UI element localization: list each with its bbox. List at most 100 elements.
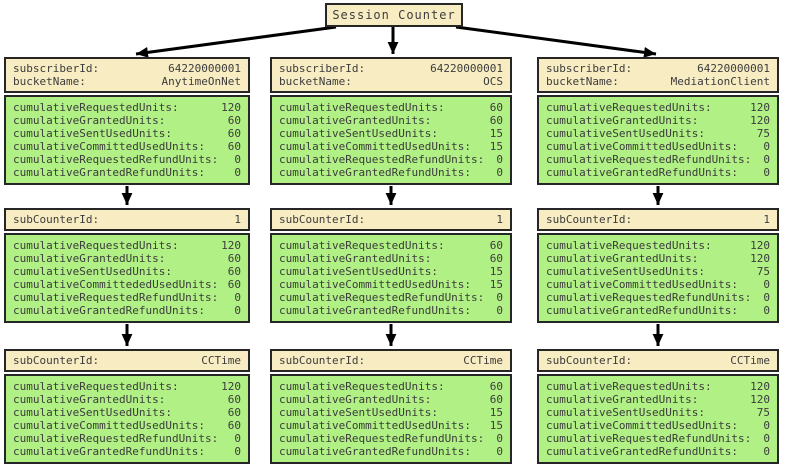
field-row: subCounterId:CCTime	[546, 354, 770, 367]
field-value: 60	[227, 140, 241, 153]
field-value: 0	[496, 445, 503, 458]
field-row: subCounterId:1	[546, 213, 770, 226]
field-value: 120	[750, 380, 770, 393]
field-value: 60	[227, 406, 241, 419]
field-label: cumulativeGrantedRefundUnits:	[279, 166, 472, 179]
node-header: subCounterId:1	[4, 208, 250, 231]
field-label: cumulativeRequestedRefundUnits:	[13, 432, 219, 445]
field-value: 75	[756, 265, 770, 278]
field-label: cumulativeRequestedRefundUnits:	[279, 432, 485, 445]
field-value: 120	[750, 393, 770, 406]
field-value: 0	[763, 445, 770, 458]
field-row: cumulativeCommittedUsedUnits:0	[546, 419, 770, 432]
field-row: cumulativeCommittededUsedUnits: 60	[13, 278, 241, 291]
field-label: cumulativeSentUsedUnits:	[546, 406, 705, 419]
node-header: subCounterId:1	[537, 208, 779, 231]
field-value: 0	[763, 291, 770, 304]
field-label: cumulativeSentUsedUnits:	[13, 127, 172, 140]
subcounter-node: subCounterId:1 cumulativeRequestedUnits:1…	[4, 208, 250, 323]
field-label: cumulativeGrantedUnits:	[546, 252, 699, 265]
field-row: subCounterId: CCTime	[13, 354, 241, 367]
field-value: 60	[227, 114, 241, 127]
field-value: 0	[234, 291, 241, 304]
arrow-root-to-right-bucket	[455, 25, 657, 58]
field-row: bucketName:AnytimeOnNet	[13, 75, 241, 88]
field-label: cumulativeRequestedRefundUnits:	[279, 291, 485, 304]
field-value: 60	[227, 127, 241, 140]
node-header: subCounterId:CCTime	[270, 349, 512, 372]
field-label: cumulativeCommittedUsedUnits:	[546, 278, 739, 291]
field-label: cumulativeCommittedUsedUnits:	[279, 140, 472, 153]
field-value: CCTime	[201, 354, 241, 367]
field-label: cumulativeRequestedUnits:	[13, 239, 179, 252]
field-row: cumulativeCommittedUsedUnits:60	[13, 140, 241, 153]
field-row: cumulativeGrantedUnits: 60	[13, 114, 241, 127]
field-value: 64220000001	[168, 62, 241, 75]
field-row: cumulativeRequestedUnits:120	[13, 239, 241, 252]
field-label: cumulativeCommittedUsedUnits:	[546, 140, 739, 153]
field-value: 64220000001	[697, 62, 770, 75]
field-label: cumulativeCommittedUsedUnits:	[13, 419, 206, 432]
field-row: cumulativeGrantedRefundUnits:0	[546, 304, 770, 317]
field-label: cumulativeSentUsedUnits:	[279, 127, 438, 140]
field-label: cumulativeGrantedRefundUnits:	[13, 304, 206, 317]
field-value: 75	[756, 406, 770, 419]
field-label: cumulativeGrantedUnits:	[13, 114, 166, 127]
field-label: subCounterId:	[13, 354, 100, 367]
field-value: 120	[750, 101, 770, 114]
field-value: 15	[489, 127, 503, 140]
field-label: bucketName:	[279, 75, 352, 88]
field-label: cumulativeRequestedRefundUnits:	[13, 291, 219, 304]
field-label: cumulativeGrantedUnits:	[13, 252, 166, 265]
field-value: 75	[756, 127, 770, 140]
field-value: 0	[496, 153, 503, 166]
field-row: cumulativeGrantedUnits:60	[279, 393, 503, 406]
field-label: cumulativeRequestedRefundUnits:	[546, 432, 752, 445]
field-row: cumulativeCommittedUsedUnits:0	[546, 140, 770, 153]
field-label: cumulativeCommittededUsedUnits:	[13, 278, 219, 291]
field-label: cumulativeGrantedUnits:	[546, 393, 699, 406]
field-value: 0	[234, 166, 241, 179]
field-row: subscriberId: 64220000001	[13, 62, 241, 75]
field-row: cumulativeGrantedRefundUnits:0	[13, 304, 241, 317]
field-row: cumulativeSentUsedUnits:60	[13, 265, 241, 278]
field-row: cumulativeRequestedRefundUnits: 0	[279, 432, 503, 445]
field-row: cumulativeGrantedUnits: 120	[546, 252, 770, 265]
field-value: 0	[496, 166, 503, 179]
field-value: 0	[496, 432, 503, 445]
field-row: cumulativeSentUsedUnits: 60	[13, 127, 241, 140]
node-body: cumulativeRequestedUnits:60 cumulativeGra…	[270, 233, 512, 323]
field-value: 1	[763, 213, 770, 226]
field-row: cumulativeGrantedUnits: 120	[546, 393, 770, 406]
field-label: cumulativeGrantedUnits:	[13, 393, 166, 406]
field-value: 60	[489, 114, 503, 127]
field-row: cumulativeRequestedUnits:60	[279, 239, 503, 252]
field-row: cumulativeRequestedRefundUnits:0	[546, 432, 770, 445]
field-row: cumulativeGrantedRefundUnits:0	[546, 445, 770, 458]
field-label: subscriberId:	[13, 62, 100, 75]
field-value: 64220000001	[430, 62, 503, 75]
field-value: 60	[227, 278, 241, 291]
field-value: 120	[750, 252, 770, 265]
field-label: cumulativeRequestedRefundUnits:	[13, 153, 219, 166]
field-row: cumulativeRequestedRefundUnits: 0	[13, 291, 241, 304]
field-row: cumulativeGrantedUnits:120	[546, 114, 770, 127]
field-row: cumulativeRequestedUnits:60	[279, 380, 503, 393]
field-value: 60	[489, 252, 503, 265]
field-row: subscriberId:64220000001	[279, 62, 503, 75]
field-row: cumulativeCommittedUsedUnits:15	[279, 278, 503, 291]
field-row: cumulativeCommittedUsedUnits:15	[279, 140, 503, 153]
field-row: cumulativeRequestedUnits:120	[546, 380, 770, 393]
field-label: cumulativeRequestedUnits:	[546, 101, 712, 114]
field-row: cumulativeGrantedRefundUnits:0	[279, 304, 503, 317]
